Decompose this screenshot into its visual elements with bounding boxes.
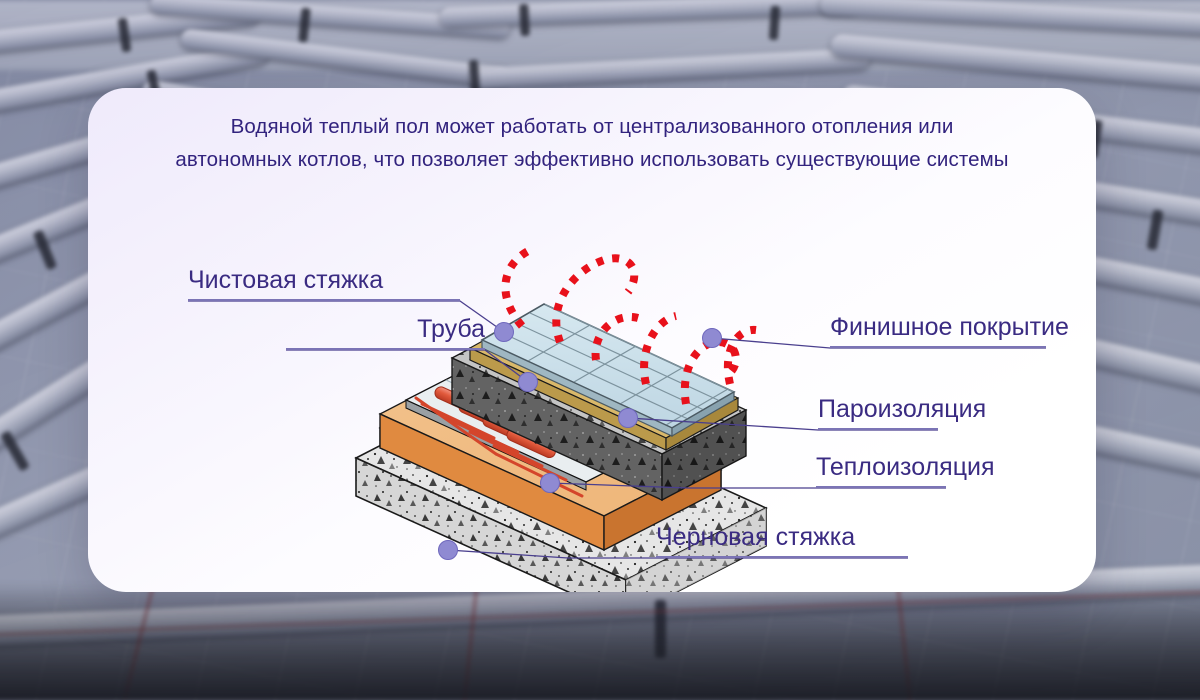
label-rule xyxy=(656,556,908,558)
leader-dot-finishnoe-pokrytie xyxy=(702,328,722,348)
label-paroizolyaciya: Пароизоляция xyxy=(818,395,986,430)
leader-dot-teploizolyaciya xyxy=(540,473,560,493)
leader-paroizolyaciya xyxy=(627,417,938,431)
label-finishnoe-pokrytie: Финишное покрытие xyxy=(830,313,1069,348)
leader-dot-chistovaya-styazhka xyxy=(494,322,514,342)
leader-dot-chernovaya-styazhka xyxy=(438,540,458,560)
leader-chernovaya-styazhka xyxy=(447,549,908,559)
label-finishnoe-pokrytie-text: Финишное покрытие xyxy=(830,313,1069,341)
label-truba: Труба xyxy=(286,315,485,350)
heat-rising-arrows xyxy=(501,246,757,405)
heading-line-2: автономных котлов, что позволяет эффекти… xyxy=(175,148,1009,171)
leader-teploizolyaciya xyxy=(549,482,946,489)
label-rule xyxy=(188,299,460,301)
content-card: Водяной теплый пол может работать от цен… xyxy=(88,88,1096,592)
label-paroizolyaciya-text: Пароизоляция xyxy=(818,395,987,423)
label-rule xyxy=(830,346,1046,348)
label-chernovaya-styazhka: Черновая стяжка xyxy=(656,523,908,558)
label-rule xyxy=(816,486,946,488)
label-teploizolyaciya: Теплоизоляция xyxy=(816,453,995,488)
leader-finishnoe-pokrytie xyxy=(711,337,1046,349)
page-title: Водяной теплый пол может работать от цен… xyxy=(148,110,1036,176)
leader-dot-truba xyxy=(518,372,538,392)
heading-line-1: Водяной теплый пол может работать от цен… xyxy=(230,115,954,138)
label-rule xyxy=(818,428,938,430)
background-bottom-shadow xyxy=(0,580,1200,700)
label-rule xyxy=(286,348,485,350)
leader-truba xyxy=(286,349,529,383)
leader-lines xyxy=(188,300,1046,560)
label-truba-text: Труба xyxy=(417,315,485,343)
leader-dot-paroizolyaciya xyxy=(618,408,638,428)
label-chistovaya-styazhka: Чистовая стяжка xyxy=(188,266,460,301)
label-teploizolyaciya-text: Теплоизоляция xyxy=(816,453,995,481)
leader-dots xyxy=(438,322,722,560)
leader-chistovaya-styazhka xyxy=(188,300,505,333)
label-chistovaya-styazhka-text: Чистовая стяжка xyxy=(188,266,384,294)
label-chernovaya-styazhka-text: Черновая стяжка xyxy=(656,523,856,551)
